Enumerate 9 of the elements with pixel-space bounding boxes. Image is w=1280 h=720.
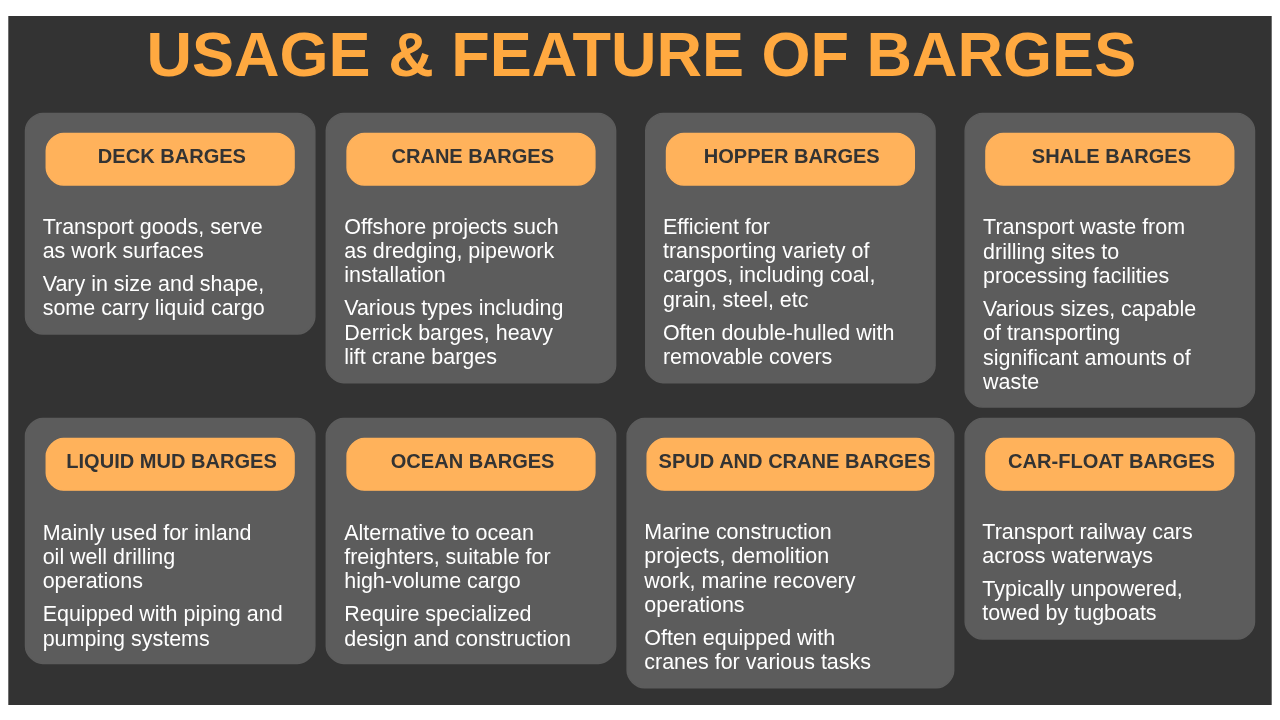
node-box: LIQUID MUD BARGES — [45, 437, 295, 491]
node-box: CRANE BARGES — [346, 132, 596, 186]
node-box: OCEAN BARGES — [346, 437, 596, 491]
node-box: SPUD AND CRANE BARGES — [646, 437, 935, 491]
node-box: SHALE BARGES — [985, 132, 1235, 186]
node-box: DECK BARGES — [45, 132, 295, 186]
node-box: CAR-FLOAT BARGES — [985, 437, 1235, 491]
diagram-title: USAGE & FEATURE OF BARGES — [146, 18, 1137, 89]
node-box: HOPPER BARGES — [665, 132, 916, 186]
